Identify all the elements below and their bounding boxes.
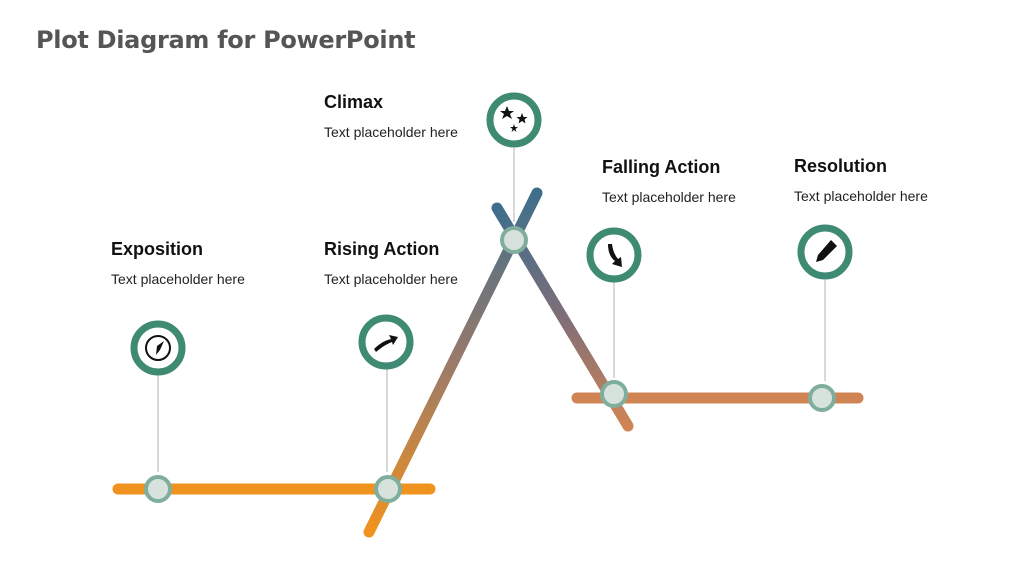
node-exposition[interactable] (144, 475, 172, 503)
badge-exposition[interactable] (130, 320, 186, 376)
stage-text-falling: Text placeholder here (602, 189, 736, 205)
badge-falling[interactable] (586, 227, 642, 283)
stage-text-rising: Text placeholder here (324, 271, 458, 287)
node-climax[interactable] (500, 226, 528, 254)
page-title: Plot Diagram for PowerPoint (36, 26, 416, 54)
badge-resolution[interactable] (797, 224, 853, 280)
stars-icon (500, 106, 528, 132)
curved-arrow-up-right-icon (374, 335, 398, 352)
stage-title-resolution: Resolution (794, 156, 887, 176)
node-rising[interactable] (374, 475, 402, 503)
stage-text-climax: Text placeholder here (324, 124, 458, 140)
badge-rising[interactable] (358, 314, 414, 370)
node-resolution[interactable] (808, 384, 836, 412)
stage-title-falling: Falling Action (602, 157, 721, 177)
pencil-icon (816, 240, 837, 262)
stage-title-rising: Rising Action (324, 239, 440, 259)
compass-icon (145, 335, 171, 361)
curved-arrow-down-icon (608, 244, 622, 267)
stage-text-resolution: Text placeholder here (794, 188, 928, 204)
connector-lines (157, 148, 826, 472)
stage-title-climax: Climax (324, 92, 384, 112)
stage-title-exposition: Exposition (111, 239, 204, 259)
stage-text-exposition: Text placeholder here (111, 271, 245, 287)
badge-climax[interactable] (486, 92, 542, 148)
node-falling[interactable] (600, 380, 628, 408)
